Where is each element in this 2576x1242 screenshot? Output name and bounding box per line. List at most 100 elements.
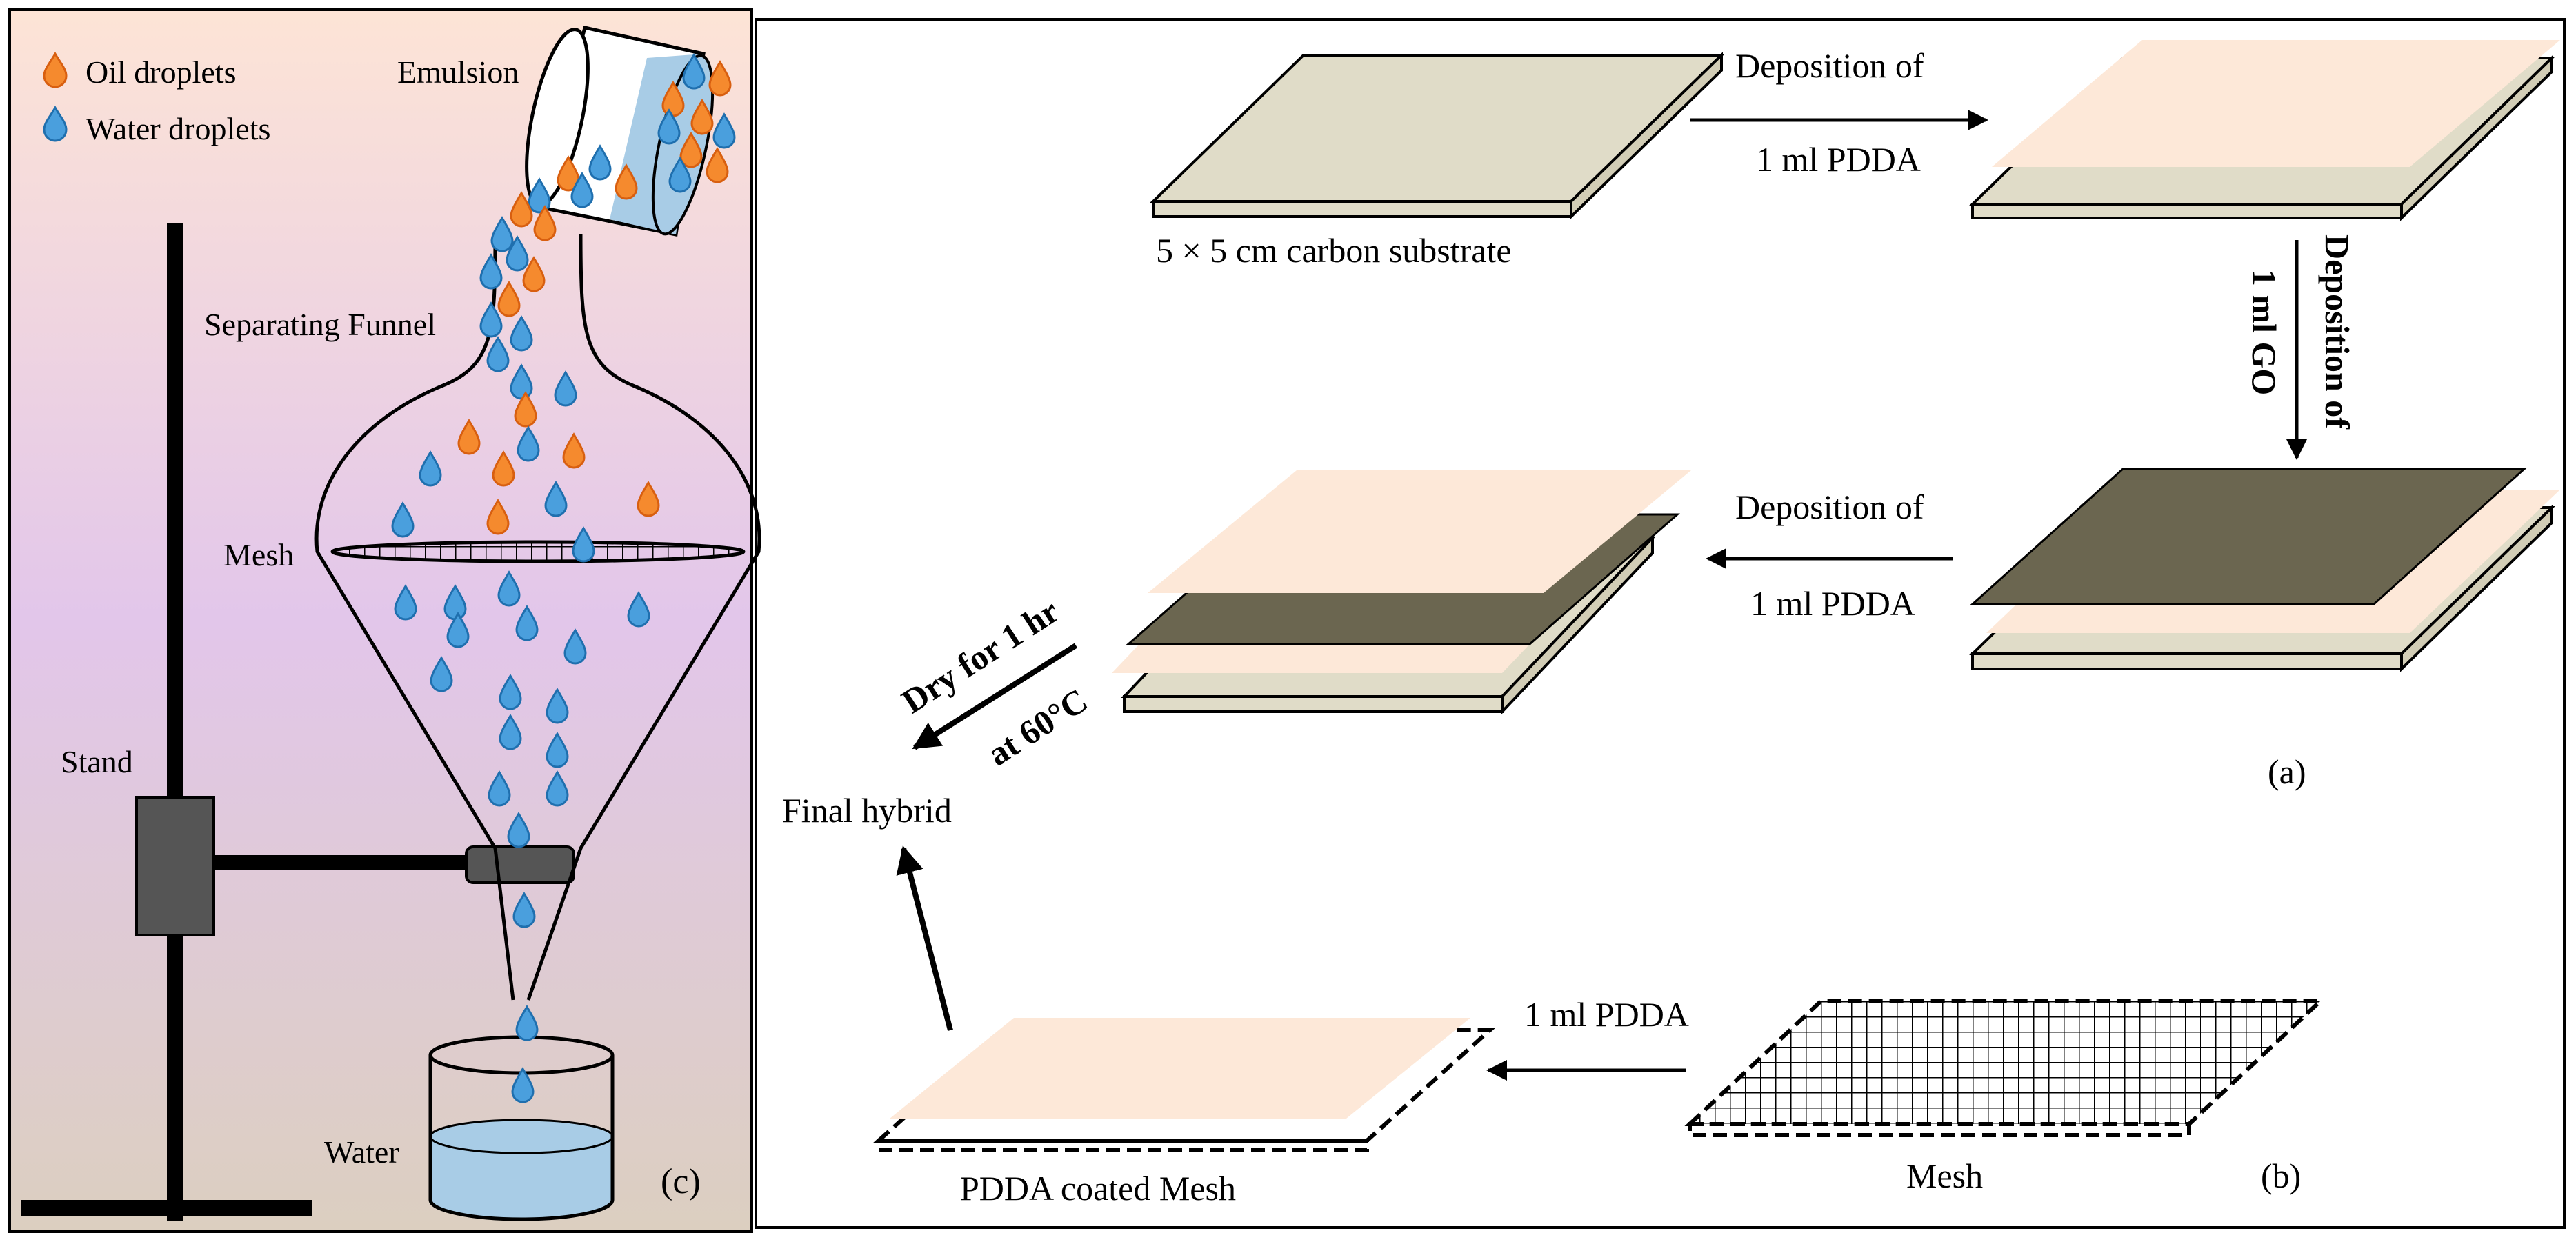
water-droplet-icon: [488, 770, 511, 807]
water-droplet-icon: [682, 53, 706, 90]
right-panel: 5 × 5 cm carbon substrate Deposition of …: [755, 18, 2566, 1229]
water-droplet-icon: [479, 253, 503, 290]
legend-oil-label: Oil droplets: [86, 54, 236, 90]
water-droplet-icon: [499, 714, 522, 750]
water-droplet-icon: [570, 172, 594, 208]
final-hybrid-label: Final hybrid: [782, 791, 952, 830]
oil-droplet-icon: [497, 281, 521, 317]
beaker-water: [430, 1136, 612, 1219]
final-pdda-upper: [1148, 470, 1691, 593]
go-layer: [1970, 468, 2527, 605]
water-droplet-icon: [657, 108, 681, 145]
water-droplet-icon: [511, 1067, 535, 1103]
water-droplet-icon: [497, 570, 521, 607]
step1-line1: Deposition of: [1735, 46, 1924, 85]
pdda-coated-mesh: PDDA coated Mesh: [873, 1018, 1495, 1208]
pdda-layer: [1992, 40, 2560, 167]
step3-line1: Deposition of: [1735, 488, 1924, 526]
water-label: Water: [324, 1134, 399, 1170]
final-stack: [1112, 470, 1691, 716]
water-droplet-icon: [563, 628, 587, 665]
mesh-raw-outline: [1684, 999, 2326, 1126]
water-droplet-icon: [544, 481, 568, 517]
funnel-clamp: [465, 845, 575, 884]
mesh-raw: Mesh: [1684, 999, 2326, 1195]
water-droplet-icon: [507, 812, 530, 848]
step2-line1: Deposition of: [2318, 234, 2357, 430]
step3-line2: 1 ml PDDA: [1750, 584, 1915, 623]
substrate-with-pdda: [1969, 40, 2560, 221]
pdda-substrate-front: [1971, 203, 2403, 219]
water-droplet-icon: [506, 235, 529, 272]
stand-label: Stand: [61, 744, 133, 779]
stand-arm: [214, 855, 476, 870]
oil-droplet-icon: [533, 205, 557, 241]
water-droplet-icon: [517, 425, 540, 462]
water-droplet-icon: [515, 1005, 539, 1041]
separating-funnel-label: Separating Funnel: [204, 307, 436, 342]
substrate-pdda-go: [1969, 468, 2560, 672]
oil-droplet-icon: [457, 419, 481, 455]
oil-droplet-icon: [615, 163, 638, 200]
oil-droplet-icon: [492, 450, 515, 487]
arrow-step3: Deposition of 1 ml PDDA: [1706, 488, 1953, 623]
oil-droplet-icon: [690, 99, 714, 135]
stand: Stand: [21, 223, 575, 1221]
water-droplet-icon: [554, 370, 577, 407]
oil-droplet-icon: [557, 155, 580, 192]
oil-droplet-icon: [510, 191, 533, 228]
substrate-top: [1150, 54, 1725, 203]
oil-droplet-icon: [486, 499, 510, 535]
arrow-mesh-pdda: 1 ml PDDA: [1486, 995, 1689, 1081]
water-droplet-icon: [419, 450, 442, 487]
coated-mesh-label: PDDA coated Mesh: [960, 1169, 1236, 1208]
stand-clamp: [135, 796, 215, 936]
panel-label-c: (c): [661, 1162, 701, 1201]
legend: Oil droplets Water droplets: [43, 51, 270, 146]
panel-label-a: (a): [2268, 752, 2306, 791]
emulsion-label: Emulsion: [397, 54, 519, 90]
water-droplet-icon: [394, 584, 417, 621]
substrate-label: 5 × 5 cm carbon substrate: [1156, 231, 1512, 270]
stand-pole: [167, 223, 183, 1221]
mesh-pdda-label: 1 ml PDDA: [1524, 995, 1689, 1034]
water-droplet-icon: [627, 591, 650, 628]
arrow-step2: Deposition of 1 ml GO: [2245, 234, 2357, 460]
panel-label-b: (b): [2261, 1156, 2301, 1195]
right-panel-frame: [755, 18, 2566, 1229]
water-droplet-icon: [430, 656, 453, 692]
water-droplet-icon: [515, 605, 539, 641]
water-droplet-icon: [486, 336, 510, 372]
mesh-label: Mesh: [223, 537, 294, 572]
beaker-walls: [428, 1055, 615, 1221]
oil-droplet-icon: [708, 60, 732, 97]
beaker-water-surface: [429, 1119, 614, 1154]
water-droplet-icon: [528, 177, 551, 214]
water-droplet-icon: [391, 501, 415, 538]
water-droplet-icon: [546, 770, 569, 807]
legend-water-label: Water droplets: [86, 111, 270, 146]
water-droplet-icon: [572, 526, 595, 563]
water-droplet-icon: [546, 688, 569, 724]
oil-droplet-icon: [637, 481, 660, 517]
funnel-mesh: [330, 540, 746, 563]
arrow-step1: Deposition of 1 ml PDDA: [1690, 46, 1988, 179]
oil-droplet-icon: [706, 147, 729, 183]
stand-base: [21, 1200, 312, 1216]
droplets: [391, 53, 736, 1103]
arrow-dry: Dry for 1 hr at 60°C: [895, 591, 1094, 773]
oil-droplet-icon: [679, 132, 703, 168]
water-droplet-icon: [588, 144, 612, 181]
substrate-front: [1152, 200, 1572, 218]
arrow-to-final: [896, 845, 953, 1031]
water-droplet-icon: [668, 157, 692, 193]
water-droplet-icon: [499, 674, 522, 710]
water-droplet-icon: [510, 315, 533, 352]
water-droplet-icon: [43, 105, 68, 142]
oil-droplet-icon: [562, 432, 586, 469]
pdda-substrate-side: [2400, 54, 2553, 221]
water-beaker: Water (c): [324, 1035, 701, 1221]
water-droplet-icon: [512, 892, 536, 928]
water-droplet-icon: [490, 216, 514, 252]
